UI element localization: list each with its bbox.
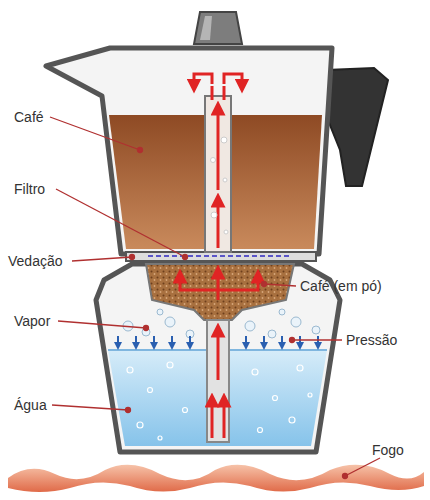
illustration-part — [218, 276, 258, 290]
illustration-part — [223, 178, 227, 182]
flow-arrows — [180, 74, 258, 438]
illustration-part — [291, 317, 301, 327]
knob-highlight — [200, 16, 212, 40]
filter-plate — [148, 255, 292, 257]
illustration-part — [290, 338, 295, 343]
illustration-part — [292, 339, 342, 340]
illustration-part — [217, 200, 220, 248]
illustration-part — [308, 393, 312, 397]
illustration-part — [317, 336, 319, 346]
illustration-part — [345, 458, 380, 476]
part-label: Filtro — [14, 181, 45, 197]
illustration-part — [148, 388, 153, 393]
pressure-arrows — [118, 336, 318, 346]
steam-bubbles — [123, 309, 320, 338]
illustration-part — [127, 367, 133, 373]
illustration-part — [264, 284, 296, 286]
fire — [8, 465, 424, 492]
illustration-part — [279, 309, 285, 315]
illustration-part — [268, 330, 276, 338]
illustration-part — [211, 86, 214, 100]
illustration-part — [299, 336, 301, 346]
part-label: Café (em pó) — [300, 278, 382, 294]
illustration-part — [312, 326, 320, 334]
illustration-part — [50, 117, 140, 150]
leader-lines — [50, 117, 380, 479]
coffee-grounds — [146, 264, 294, 320]
illustration-part — [137, 422, 143, 428]
illustration-part — [189, 336, 191, 346]
illustration-part — [252, 369, 258, 375]
illustration-part — [211, 158, 216, 163]
illustration-part — [224, 74, 242, 86]
illustration-part — [263, 336, 265, 346]
illustration-part — [217, 272, 220, 300]
part-label: Café — [14, 109, 44, 125]
part-label: Pressão — [346, 332, 397, 348]
illustration-part — [211, 212, 217, 218]
gasket — [126, 252, 316, 261]
handle — [326, 68, 388, 186]
water-bubbles — [127, 362, 312, 440]
illustration-part — [153, 336, 155, 346]
illustration-part — [130, 255, 135, 260]
illustration-part — [262, 282, 267, 287]
illustration-part — [135, 336, 137, 346]
illustration-part — [126, 408, 131, 413]
illustration-part — [297, 365, 303, 371]
illustration-part — [281, 336, 283, 346]
illustration-part — [217, 330, 220, 380]
illustration-part — [165, 317, 175, 327]
illustration-part — [167, 362, 173, 368]
illustration-part — [217, 108, 220, 190]
illustration-part — [157, 309, 163, 315]
illustration-part — [72, 257, 132, 261]
column-bubbles — [211, 137, 229, 234]
part-label: Fogo — [372, 442, 404, 458]
part-label: Vedação — [8, 253, 63, 269]
illustration-part — [56, 189, 185, 257]
illustration-part — [258, 428, 263, 433]
lid-knob — [194, 12, 242, 44]
illustration-part — [221, 137, 227, 143]
illustration-part — [144, 326, 149, 331]
illustration-part — [343, 474, 348, 479]
illustration-part — [117, 336, 119, 346]
upper-chamber — [46, 48, 332, 254]
funnel-tube — [207, 320, 229, 442]
illustration-part — [138, 148, 143, 153]
illustration-part — [245, 321, 255, 331]
illustration-part — [58, 321, 146, 328]
illustration-part — [158, 436, 162, 440]
illustration-part — [52, 405, 128, 410]
illustration-part — [183, 255, 188, 260]
illustration-part — [245, 336, 247, 346]
central-column — [205, 96, 231, 252]
illustration-part — [211, 400, 214, 438]
part-label: Água — [14, 397, 47, 413]
illustration-part — [223, 86, 226, 100]
illustration-part — [171, 336, 173, 346]
illustration-part — [224, 230, 228, 234]
illustration-part — [194, 74, 212, 86]
illustration-part — [289, 417, 295, 423]
part-label: Vapor — [14, 313, 50, 329]
illustration-part — [223, 400, 226, 438]
illustration-part — [183, 408, 188, 413]
illustration-part — [180, 276, 218, 290]
illustration-part — [273, 396, 278, 401]
